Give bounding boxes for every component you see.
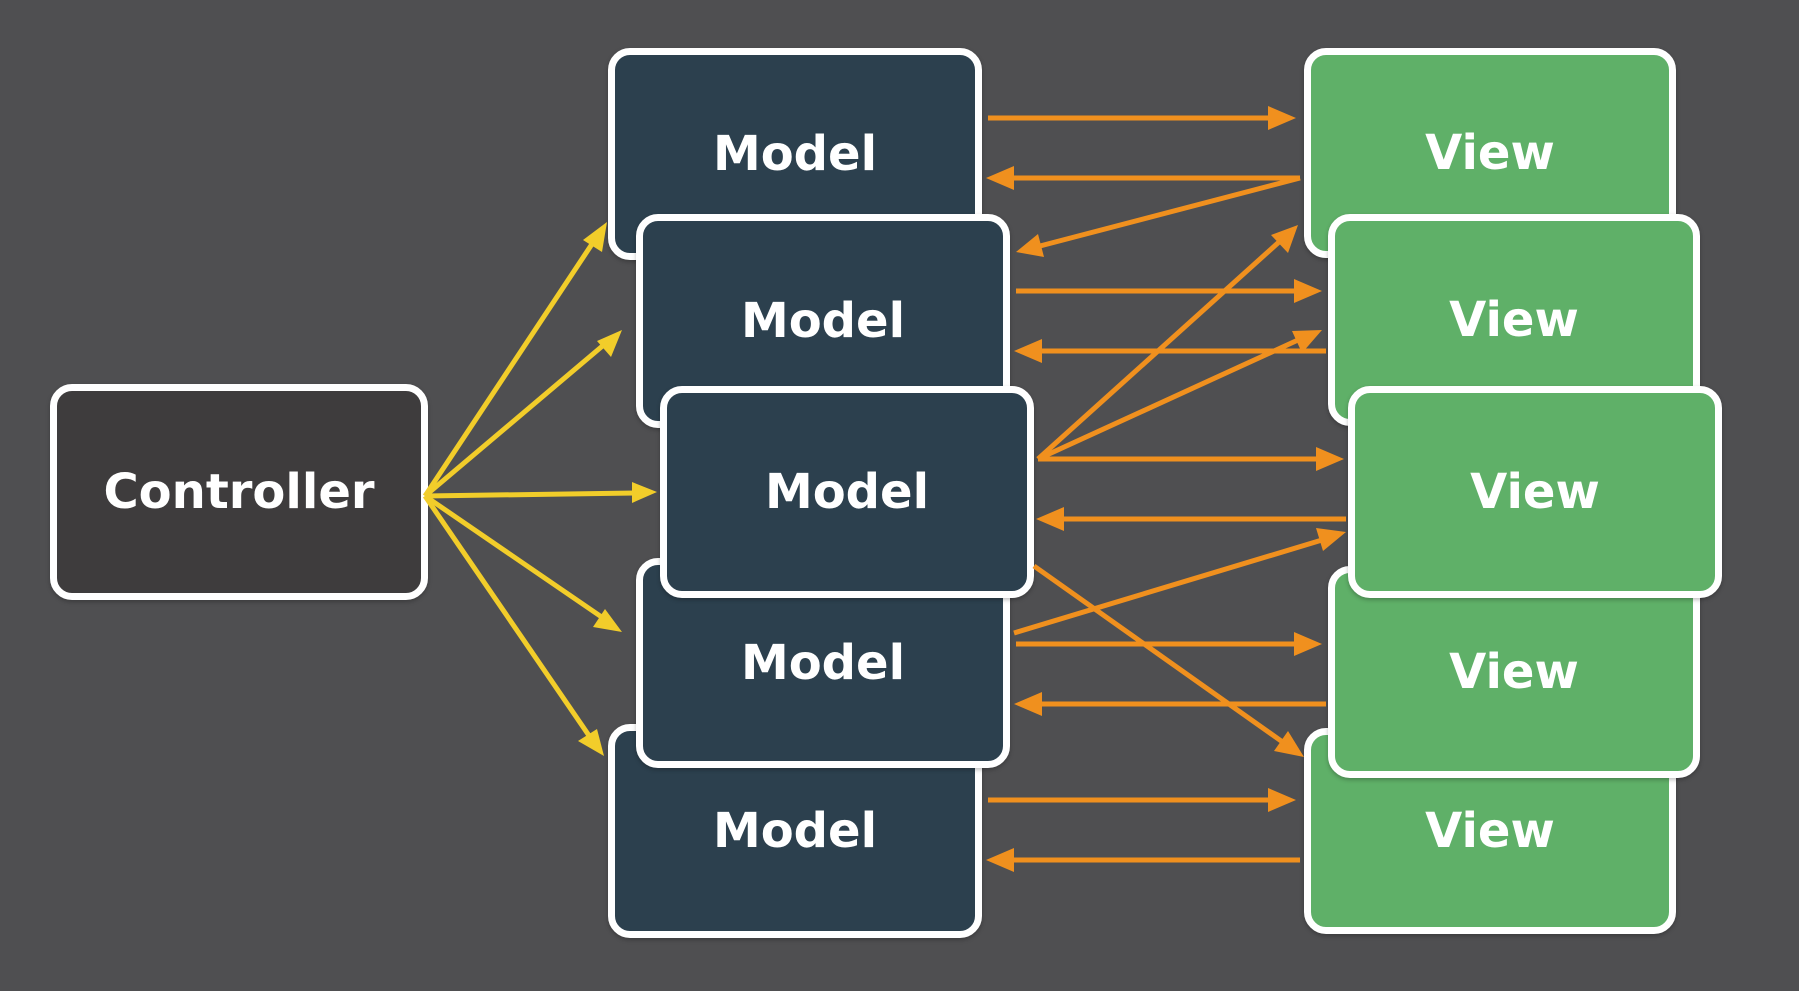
model-3-to-view-1-arrow bbox=[1036, 240, 1281, 461]
controller-to-model-2-arrowhead bbox=[597, 330, 622, 357]
view-box-4: View bbox=[1328, 566, 1700, 778]
model-view-arrows bbox=[986, 106, 1346, 872]
view-box-3: View bbox=[1348, 386, 1722, 598]
arrowhead bbox=[1014, 692, 1042, 716]
arrowhead bbox=[1294, 279, 1322, 303]
controller-to-model-4-arrowhead bbox=[593, 609, 622, 632]
controller-to-model-3-arrowhead bbox=[632, 482, 657, 503]
arrowhead bbox=[1014, 339, 1042, 363]
view-label: View bbox=[1449, 292, 1579, 348]
model-4-to-view-3-arrow bbox=[1013, 537, 1323, 636]
model-label: Model bbox=[740, 293, 906, 349]
view-label: View bbox=[1470, 464, 1600, 520]
view-label: View bbox=[1425, 803, 1555, 859]
view-1-to-model-2-arrow bbox=[1039, 175, 1301, 249]
arrowhead bbox=[1268, 106, 1296, 130]
controller-to-model-4-arrow bbox=[423, 493, 608, 623]
model-label: Model bbox=[712, 126, 878, 182]
model-label: Model bbox=[740, 635, 906, 691]
controller-to-model-3-arrow bbox=[424, 490, 636, 499]
controller-to-model-5-arrowhead bbox=[578, 729, 604, 756]
model-box-3: Model bbox=[660, 386, 1034, 598]
view-label: View bbox=[1425, 125, 1555, 181]
model-3-to-view-2-arrow bbox=[1036, 337, 1300, 462]
model-label: Model bbox=[764, 464, 930, 520]
view-label: View bbox=[1449, 644, 1579, 700]
arrowhead bbox=[986, 166, 1014, 190]
controller-box: Controller bbox=[50, 384, 428, 600]
arrowhead bbox=[1036, 507, 1064, 531]
arrowhead bbox=[1016, 234, 1044, 257]
arrowhead bbox=[986, 848, 1014, 872]
arrowhead bbox=[1292, 330, 1322, 353]
controller-to-model-2-arrow bbox=[423, 341, 608, 498]
arrowhead bbox=[1274, 731, 1304, 757]
arrowhead bbox=[1271, 225, 1298, 253]
controller-label: Controller bbox=[103, 464, 375, 520]
controller-to-model-1-arrowhead bbox=[583, 222, 607, 252]
model-3-to-view-5-arrow bbox=[1032, 563, 1286, 746]
model-label: Model bbox=[712, 803, 878, 859]
arrowhead bbox=[1316, 528, 1346, 551]
controller-arrows bbox=[422, 222, 657, 756]
arrowhead bbox=[1268, 788, 1296, 812]
controller-to-model-5-arrow bbox=[422, 494, 595, 742]
arrowhead bbox=[1294, 632, 1322, 656]
controller-to-model-1-arrow bbox=[422, 236, 599, 498]
arrowhead bbox=[1316, 447, 1344, 471]
